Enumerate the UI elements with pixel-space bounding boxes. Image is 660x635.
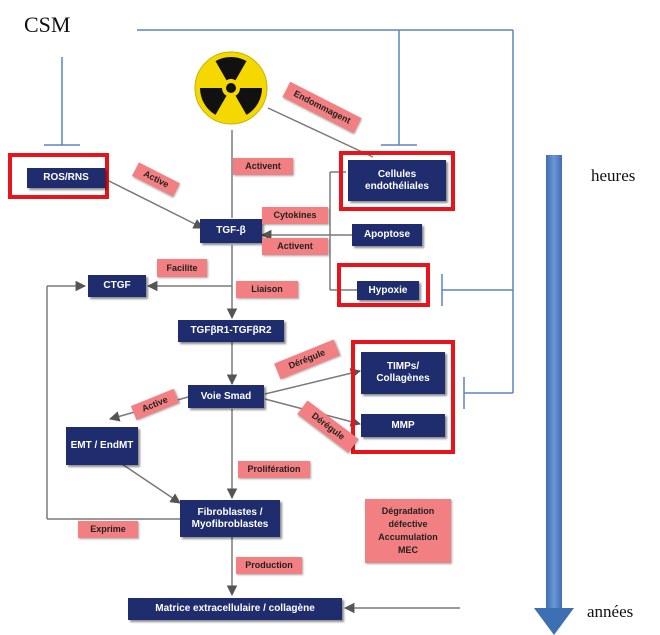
node-apoptose: Apoptose bbox=[352, 224, 422, 246]
node-voie-smad: Voie Smad bbox=[188, 385, 264, 408]
flow-connectors bbox=[46, 107, 460, 614]
node-ctgf: CTGF bbox=[88, 275, 146, 297]
label-activent-2: Activent bbox=[262, 238, 328, 255]
node-ros-rns: ROS/RNS bbox=[27, 168, 105, 188]
highlight-hypoxie bbox=[337, 263, 430, 307]
highlight-cellules bbox=[339, 151, 455, 211]
node-mmp: MMP bbox=[361, 414, 445, 437]
node-fibroblastes: Fibroblastes / Myofibroblastes bbox=[180, 500, 280, 537]
time-axis-start-label: heures bbox=[591, 166, 636, 185]
label-exprime: Exprime bbox=[78, 521, 138, 538]
time-axis-arrow bbox=[534, 155, 574, 635]
label-degradation-accumulation: Dégradation défective Accumulation MEC bbox=[365, 499, 451, 563]
highlight-timps-mmp bbox=[351, 340, 455, 454]
node-emt-endmt: EMT / EndMT bbox=[66, 427, 138, 465]
node-tgfbr1-tgfbr2: TGFβR1-TGFβR2 bbox=[178, 320, 284, 342]
node-matrice-extracellulaire: Matrice extracellulaire / collagène bbox=[128, 598, 342, 620]
label-production: Production bbox=[236, 557, 302, 574]
node-tgf-beta: TGF-β bbox=[200, 219, 262, 243]
label-cytokines: Cytokines bbox=[262, 207, 328, 224]
csm-label: CSM bbox=[24, 12, 71, 37]
label-proliferation: Prolifération bbox=[238, 461, 310, 478]
csm-inhibition-lines bbox=[44, 29, 514, 409]
node-timps-collagenes: TIMPs/ Collagènes bbox=[361, 352, 445, 394]
node-hypoxie: Hypoxie bbox=[357, 281, 419, 300]
label-liaison: Liaison bbox=[236, 281, 298, 298]
highlight-ros bbox=[8, 153, 109, 199]
node-cellules-endotheliales: Cellules endothéliales bbox=[348, 160, 446, 201]
time-axis-end-label: années bbox=[587, 602, 634, 621]
label-facilite: Facilite bbox=[157, 259, 207, 277]
label-activent-1: Activent bbox=[233, 158, 293, 175]
radiation-icon bbox=[194, 51, 268, 125]
